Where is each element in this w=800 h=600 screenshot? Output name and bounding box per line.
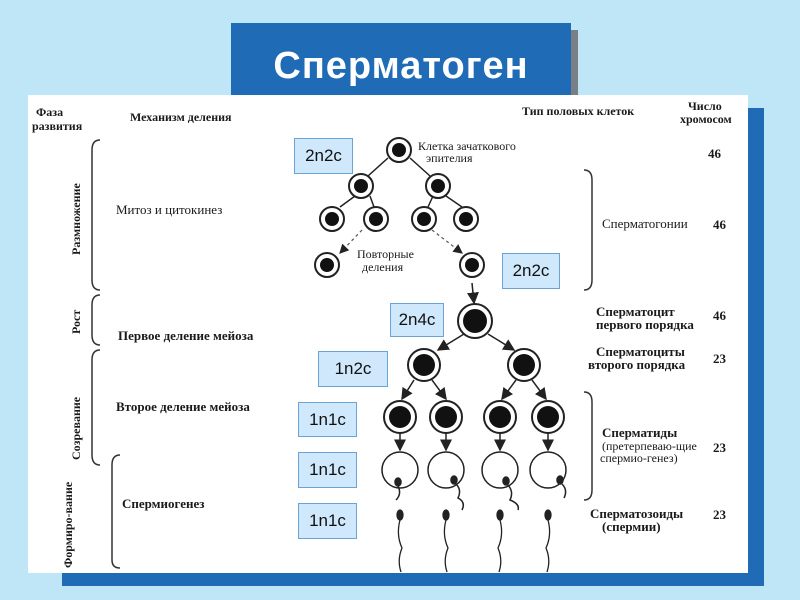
header-chromosomes-line2: хромосом	[680, 112, 732, 126]
phase-maturation: Созревание	[69, 396, 83, 460]
chromosomes-secondary: 23	[713, 351, 727, 366]
spermatogonia-row-2	[319, 206, 479, 232]
phase-reproduction: Размножение	[69, 183, 83, 255]
formula-tag-maturing-spermatid: 1n1c	[298, 452, 357, 488]
formula-tag-spermatogonia: 2n2c	[502, 253, 560, 289]
formula-tag-primary-spermatocyte: 2n4c	[390, 303, 444, 337]
title-box: Сперматоген ез	[231, 23, 571, 103]
primary-spermatocyte	[457, 303, 493, 339]
secondary-spermatocytes	[407, 348, 541, 382]
chromosomes-spermatids: 23	[713, 440, 727, 455]
cell-type-spermatozoa-line1: Сперматозоиды	[590, 506, 683, 521]
cell-type-primary-line2: первого порядка	[596, 317, 694, 332]
header-chromosomes: Число	[688, 99, 722, 113]
formula-tag-secondary-spermatocyte: 1n2c	[318, 351, 388, 387]
cell-type-spermatids-line3: спермио-генез)	[600, 451, 678, 465]
cell-type-secondary-line2: второго порядка	[588, 357, 686, 372]
spermatozoa	[396, 509, 552, 573]
phase-growth: Рост	[69, 310, 83, 334]
spermatids	[383, 400, 565, 434]
chromosomes-primary: 46	[713, 308, 727, 323]
diagram-panel	[28, 95, 748, 573]
chromosomes-spermatogonia: 46	[713, 217, 727, 232]
header-phase-line1: Фаза	[36, 105, 63, 119]
formula-tag-spermatozoon: 1n1c	[298, 503, 357, 539]
title-line-1: Сперматоген	[273, 45, 529, 87]
formula-tag-spermatid: 1n1c	[298, 402, 357, 437]
mechanism-meiosis-2: Второе деление мейоза	[116, 399, 250, 414]
annotation-germ-cell-line1: Клетка зачаткового	[418, 139, 516, 153]
mechanism-spermiogenesis: Спермиогенез	[122, 496, 205, 511]
cell-type-spermatids-line2: (претерпеваю-щие	[602, 439, 697, 453]
cell-type-secondary-line1: Сперматоциты	[596, 344, 685, 359]
header-phase-line2: развития	[32, 119, 83, 133]
annotation-repeat-line1: Повторные	[357, 247, 414, 261]
cell-type-spermatids-line1: Сперматиды	[602, 425, 677, 440]
repeat-division-lines	[339, 229, 463, 254]
spermatogonia-row-3	[314, 252, 485, 278]
annotation-repeat-line2: деления	[362, 260, 404, 274]
chromosomes-germ-cell: 46	[708, 146, 722, 161]
cell-type-spermatozoa-line2: (спермии)	[602, 519, 661, 534]
phase-brackets	[91, 139, 121, 569]
cell-type-brackets	[583, 169, 593, 501]
header-cell-type: Тип половых клеток	[522, 104, 634, 118]
chromosomes-spermatozoa: 23	[713, 507, 727, 522]
division-lines	[339, 157, 554, 452]
mechanism-meiosis-1: Первое деление мейоза	[118, 328, 254, 343]
phase-formation: Формиро-вание	[61, 481, 75, 568]
spermatogonia-row-1	[348, 173, 451, 199]
annotation-germ-cell-line2: эпителия	[426, 151, 473, 165]
slide-title: Сперматоген ез	[231, 33, 571, 103]
cell-type-spermatogonia: Сперматогонии	[602, 216, 688, 231]
cell-type-primary-line1: Сперматоцит	[596, 304, 675, 319]
header-mechanism: Механизм деления	[130, 110, 232, 124]
germ-cell	[386, 137, 412, 163]
maturing-spermatids	[381, 451, 567, 511]
mechanism-mitosis: Митоз и цитокинез	[116, 202, 222, 217]
formula-tag-germ-cell: 2n2c	[294, 138, 353, 174]
